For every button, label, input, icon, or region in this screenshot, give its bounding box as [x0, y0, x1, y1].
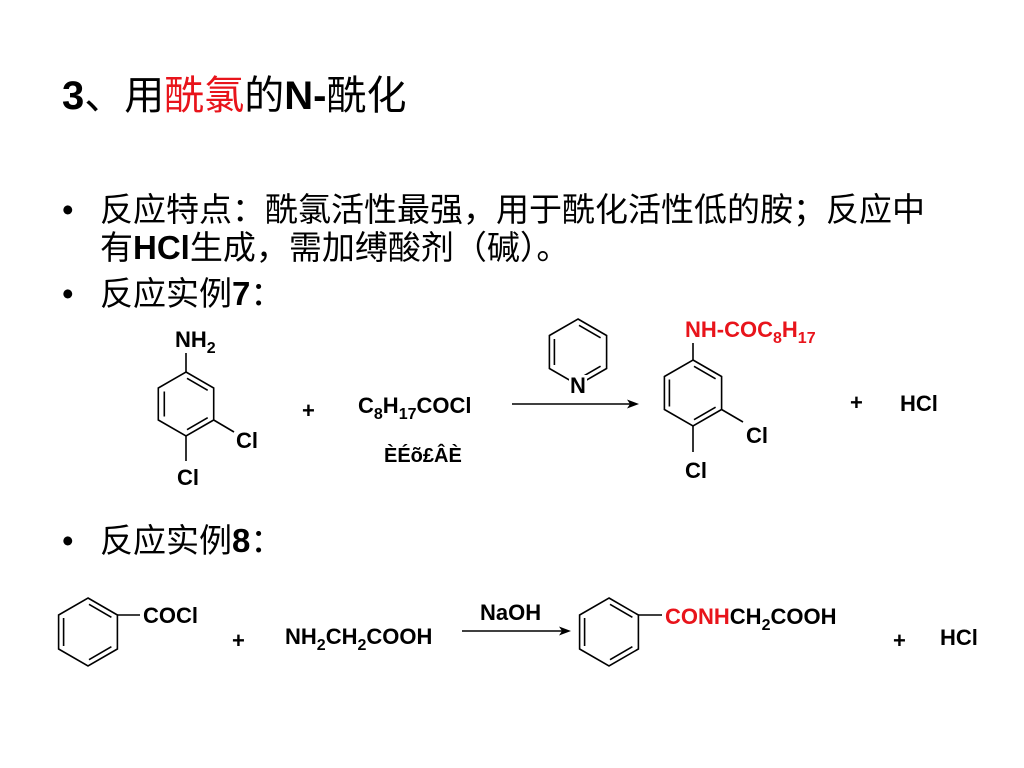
- double-bond: [186, 377, 209, 391]
- glycine-methylene: CH: [326, 624, 358, 649]
- title-text-3: 酰化: [326, 74, 407, 118]
- reaction-7: NH2 Cl Cl + C8H17COCl ÈÉõ£ÂÈ N: [157, 317, 938, 490]
- formula-hydrogen: H: [383, 393, 399, 418]
- example-8-label: 反应实例: [100, 522, 232, 559]
- bullet-features-formula: HCl: [133, 229, 190, 266]
- example-7-number: 7: [232, 275, 251, 312]
- plus-sign: +: [850, 390, 863, 415]
- hippuric-acid-structure: CONHCH2COOH: [578, 597, 836, 667]
- benzene-ring: [57, 597, 119, 667]
- product-methylene: CH: [730, 604, 762, 629]
- bullet-features-text-c: 生成，需加缚酸剂（碱）。: [189, 229, 570, 266]
- example-7-colon: ：: [250, 275, 284, 312]
- product-formula: CONHCH2COOH: [665, 604, 836, 634]
- amino-subscript: 2: [207, 340, 216, 357]
- acyl-chloride-formula: C8H17COCl: [358, 393, 471, 423]
- title-text-2: 的: [244, 74, 285, 118]
- amide-hydrogen-subscript: 17: [798, 330, 816, 347]
- chloro-bond: [213, 419, 235, 433]
- amino-symbol: NH: [175, 327, 207, 352]
- product-methylene-subscript: 2: [762, 617, 771, 634]
- arrow-head: [559, 626, 571, 636]
- bullet-features-text-a: 有: [100, 229, 133, 266]
- chloro-label-bottom: Cl: [685, 458, 707, 483]
- double-bond: [186, 417, 209, 431]
- formula-group: COCl: [416, 393, 471, 418]
- benzoyl-chloride-structure: COCl: [57, 597, 198, 667]
- amide-carbon-subscript: 8: [773, 330, 782, 347]
- reaction-arrow: [462, 626, 571, 636]
- example-8-number: 8: [232, 522, 251, 559]
- chloro-label-bottom: Cl: [177, 465, 199, 490]
- bullet-dot: •: [62, 275, 74, 312]
- chloro-label-right: Cl: [746, 423, 768, 448]
- byproduct-formula: HCl: [900, 391, 938, 416]
- plus-sign: +: [893, 628, 906, 653]
- title-number: 3: [62, 74, 85, 118]
- glycine-carboxyl: COOH: [366, 624, 432, 649]
- glycine-amino-subscript: 2: [317, 637, 326, 654]
- bullet-example-8: • 反应实例8：: [62, 522, 283, 560]
- amide-group-main: NH-COC: [685, 317, 773, 342]
- arrow-head: [627, 399, 639, 409]
- chloro-label-right: Cl: [236, 428, 258, 453]
- nitrogen-label-background: [569, 375, 587, 395]
- double-bond: [578, 324, 602, 339]
- plus-sign: +: [232, 628, 245, 653]
- plus-sign: +: [302, 398, 315, 423]
- glycine-amino: NH: [285, 624, 317, 649]
- double-bond: [693, 365, 717, 380]
- pyridine-structure: N: [548, 318, 608, 398]
- bullet-example-7: • 反应实例7：: [62, 275, 283, 313]
- bullet-dot: •: [62, 522, 74, 559]
- example-8-colon: ：: [250, 522, 284, 559]
- reagent-note: ÈÉõ£ÂÈ: [384, 443, 462, 467]
- example-7-label: 反应实例: [100, 275, 232, 312]
- amide-hydrogen: H: [782, 317, 798, 342]
- bullet-features: • 反应特点：酰氯活性最强，用于酰化活性低的胺；反应中: [62, 191, 925, 229]
- byproduct-formula: HCl: [940, 625, 978, 650]
- glycine-methylene-subscript: 2: [357, 637, 366, 654]
- benzene-ring: [663, 359, 723, 427]
- dichloroaniline-structure: NH2 Cl Cl: [157, 327, 258, 490]
- amide-group-label: NH-COC8H17: [685, 317, 816, 347]
- slide-title: 3、用酰氯的N-酰化: [62, 71, 406, 121]
- product-carboxyl: COOH: [770, 604, 836, 629]
- reaction-arrow: [512, 399, 639, 409]
- acyl-chloride-label: COCl: [143, 603, 198, 628]
- glycine-formula: NH2CH2COOH: [285, 624, 432, 654]
- double-bond: [609, 646, 633, 661]
- amino-label: NH2: [175, 327, 216, 357]
- chloro-bond: [721, 408, 744, 423]
- bullet-features-line1: 反应特点：酰氯活性最强，用于酰化活性低的胺；反应中: [100, 191, 925, 228]
- nitrogen-label: N: [570, 373, 586, 398]
- title-bold-letter: N-: [284, 74, 327, 118]
- title-highlight: 酰氯: [164, 74, 245, 118]
- reaction-8: COCl + NH2CH2COOH NaOH CONHCH2COOH + HCl: [57, 597, 978, 667]
- amide-group-highlight: CONH: [665, 604, 730, 629]
- title-text-1: 、用: [84, 74, 165, 118]
- base-reagent-label: NaOH: [480, 600, 541, 625]
- formula-hydrogen-subscript: 17: [399, 406, 417, 423]
- amide-product-structure: NH-COC8H17 Cl Cl: [663, 317, 816, 483]
- benzene-ring: [157, 371, 215, 437]
- double-bond: [693, 406, 717, 421]
- double-bond: [88, 603, 112, 618]
- bullet-features-line2: 有HCl生成，需加缚酸剂（碱）。: [100, 229, 569, 267]
- double-bond: [609, 603, 633, 618]
- formula-carbon: C: [358, 393, 374, 418]
- bullet-dot: •: [62, 191, 74, 228]
- benzene-ring: [578, 597, 640, 667]
- formula-carbon-subscript: 8: [374, 406, 383, 423]
- double-bond: [88, 646, 112, 661]
